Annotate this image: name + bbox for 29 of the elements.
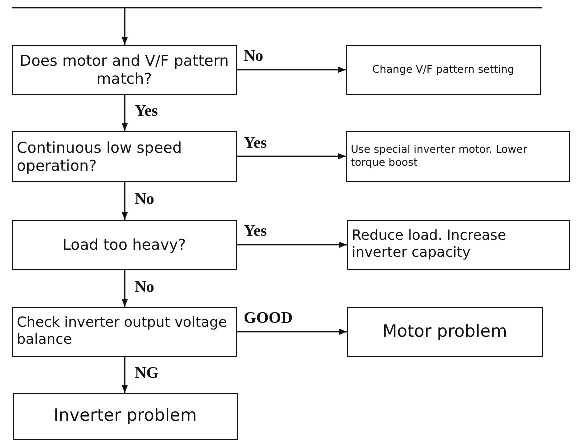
process-box [12,131,237,182]
arrow [122,95,128,131]
box-text: Load too heavy? [62,236,188,254]
arrow [237,66,346,74]
box-text: Inverter problem [52,406,198,427]
process-box [13,393,238,440]
arrow [237,242,347,248]
box-text: Does motor and V/F pattern match? [18,52,230,88]
arrow [122,8,128,45]
edge-label: No [134,280,156,296]
process-box [346,45,541,95]
process-box [347,307,543,357]
box-text: Use special inverter motor. Lower torque boost [351,144,528,170]
arrow [237,153,346,160]
arrow [237,328,347,336]
arrow [122,357,128,393]
box-text: Change V/F pattern setting [372,64,516,76]
arrow [122,182,128,220]
box-text: Continuous low speed operation? [17,138,184,174]
process-box [12,45,237,95]
edge-label: Yes [243,136,268,152]
process-box [12,220,237,270]
box-text: Reduce load. Increase inverter capacity [352,228,508,262]
box-text: Check inverter output voltage balance [17,315,228,349]
process-box [347,220,570,270]
process-box [12,307,237,357]
box-text: Motor problem [382,322,508,342]
arrow [122,270,128,307]
process-box [346,131,570,182]
